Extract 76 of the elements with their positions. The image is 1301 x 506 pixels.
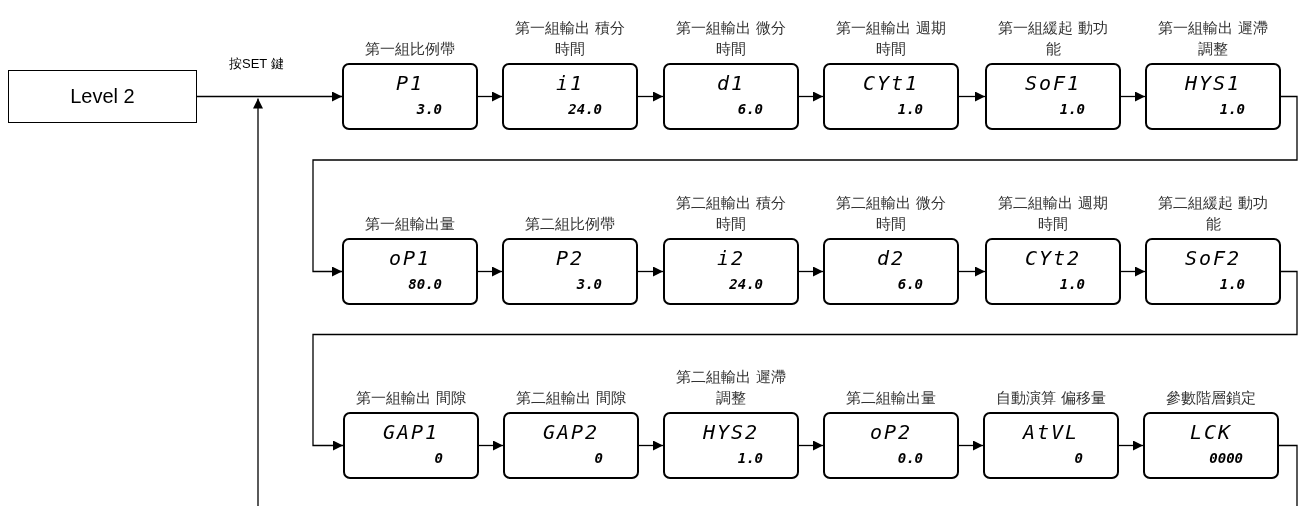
parameter-title: 第一組比例帶 xyxy=(364,39,456,60)
arrow xyxy=(196,91,343,102)
parameter-title: 第一組輸出 週期時間 xyxy=(835,18,947,60)
display-code: oP1 xyxy=(387,246,433,270)
display-value: 0 xyxy=(434,450,443,466)
parameter-title: 第一組輸出 遲滯調整 xyxy=(1157,18,1269,60)
display-value: 0 xyxy=(594,450,603,466)
display-code: P1 xyxy=(394,71,426,95)
level-box: Level 2 xyxy=(8,70,197,123)
parameter-title: 第一組輸出 微分時間 xyxy=(675,18,787,60)
arrow xyxy=(1120,91,1146,102)
display-code: oP2 xyxy=(868,420,914,444)
arrow xyxy=(478,440,504,451)
parameter-title: 第二組輸出 間隙 xyxy=(515,388,627,409)
parameter-title: 第二組輸出量 xyxy=(845,388,937,409)
display-code: SoF1 xyxy=(1023,71,1083,95)
display-code: HYS2 xyxy=(701,420,761,444)
arrow xyxy=(1118,440,1144,451)
display-code: AtVL xyxy=(1021,420,1081,444)
parameter-title: 第二組輸出 遲滯調整 xyxy=(675,367,787,409)
arrow xyxy=(798,91,824,102)
parameter-title: 第一組輸出量 xyxy=(364,214,456,235)
display-value: 0000 xyxy=(1209,450,1243,466)
parameter-title: 第二組輸出 微分時間 xyxy=(835,193,947,235)
display-code: HYS1 xyxy=(1183,71,1243,95)
connector-line xyxy=(1278,444,1298,506)
arrow xyxy=(958,440,984,451)
arrow xyxy=(958,91,986,102)
arrow xyxy=(312,270,1298,451)
display-code: SoF2 xyxy=(1183,246,1243,270)
edge-label: 按SET 鍵 xyxy=(229,54,284,73)
display-value: 3.0 xyxy=(416,101,442,117)
display-code: CYt1 xyxy=(861,71,921,95)
display-code: i2 xyxy=(715,246,747,270)
parameter-title: 第一組輸出 積分時間 xyxy=(514,18,626,60)
display-value: 1.0 xyxy=(737,450,763,466)
display-code: GAP1 xyxy=(381,420,441,444)
parameter-title: 參數階層鎖定 xyxy=(1165,388,1257,409)
arrow xyxy=(637,266,664,277)
display-code: d1 xyxy=(715,71,747,95)
arrow xyxy=(1120,266,1146,277)
display-code: CYt2 xyxy=(1023,246,1083,270)
arrow xyxy=(477,91,503,102)
display-code: d2 xyxy=(875,246,907,270)
arrow xyxy=(798,266,824,277)
parameter-title: 第二組緩起 動功能 xyxy=(1157,193,1269,235)
arrow xyxy=(638,440,664,451)
arrow xyxy=(312,95,1298,277)
display-value: 6.0 xyxy=(737,101,763,117)
parameter-title: 自動演算 偏移量 xyxy=(995,388,1107,409)
display-value: 80.0 xyxy=(408,276,442,292)
parameter-title: 第一組緩起 動功能 xyxy=(997,18,1109,60)
arrow xyxy=(958,266,986,277)
display-value: 6.0 xyxy=(897,276,923,292)
display-code: GAP2 xyxy=(541,420,601,444)
display-value: 24.0 xyxy=(568,101,602,117)
arrow xyxy=(477,266,503,277)
parameter-title: 第二組比例帶 xyxy=(524,214,616,235)
parameter-title: 第一組輸出 間隙 xyxy=(355,388,467,409)
parameter-title: 第二組輸出 週期時間 xyxy=(997,193,1109,235)
display-value: 1.0 xyxy=(1219,276,1245,292)
display-value: 3.0 xyxy=(576,276,602,292)
display-value: 0 xyxy=(1074,450,1083,466)
display-value: 1.0 xyxy=(897,101,923,117)
parameter-title: 第二組輸出 積分時間 xyxy=(675,193,787,235)
display-code: i1 xyxy=(554,71,586,95)
display-value: 1.0 xyxy=(1219,101,1245,117)
display-value: 1.0 xyxy=(1059,101,1085,117)
display-value: 24.0 xyxy=(729,276,763,292)
arrow xyxy=(798,440,824,451)
arrow xyxy=(253,97,263,506)
arrow xyxy=(637,91,664,102)
display-value: 0.0 xyxy=(897,450,923,466)
display-code: P2 xyxy=(554,246,586,270)
display-code: LCK xyxy=(1188,420,1234,444)
display-value: 1.0 xyxy=(1059,276,1085,292)
